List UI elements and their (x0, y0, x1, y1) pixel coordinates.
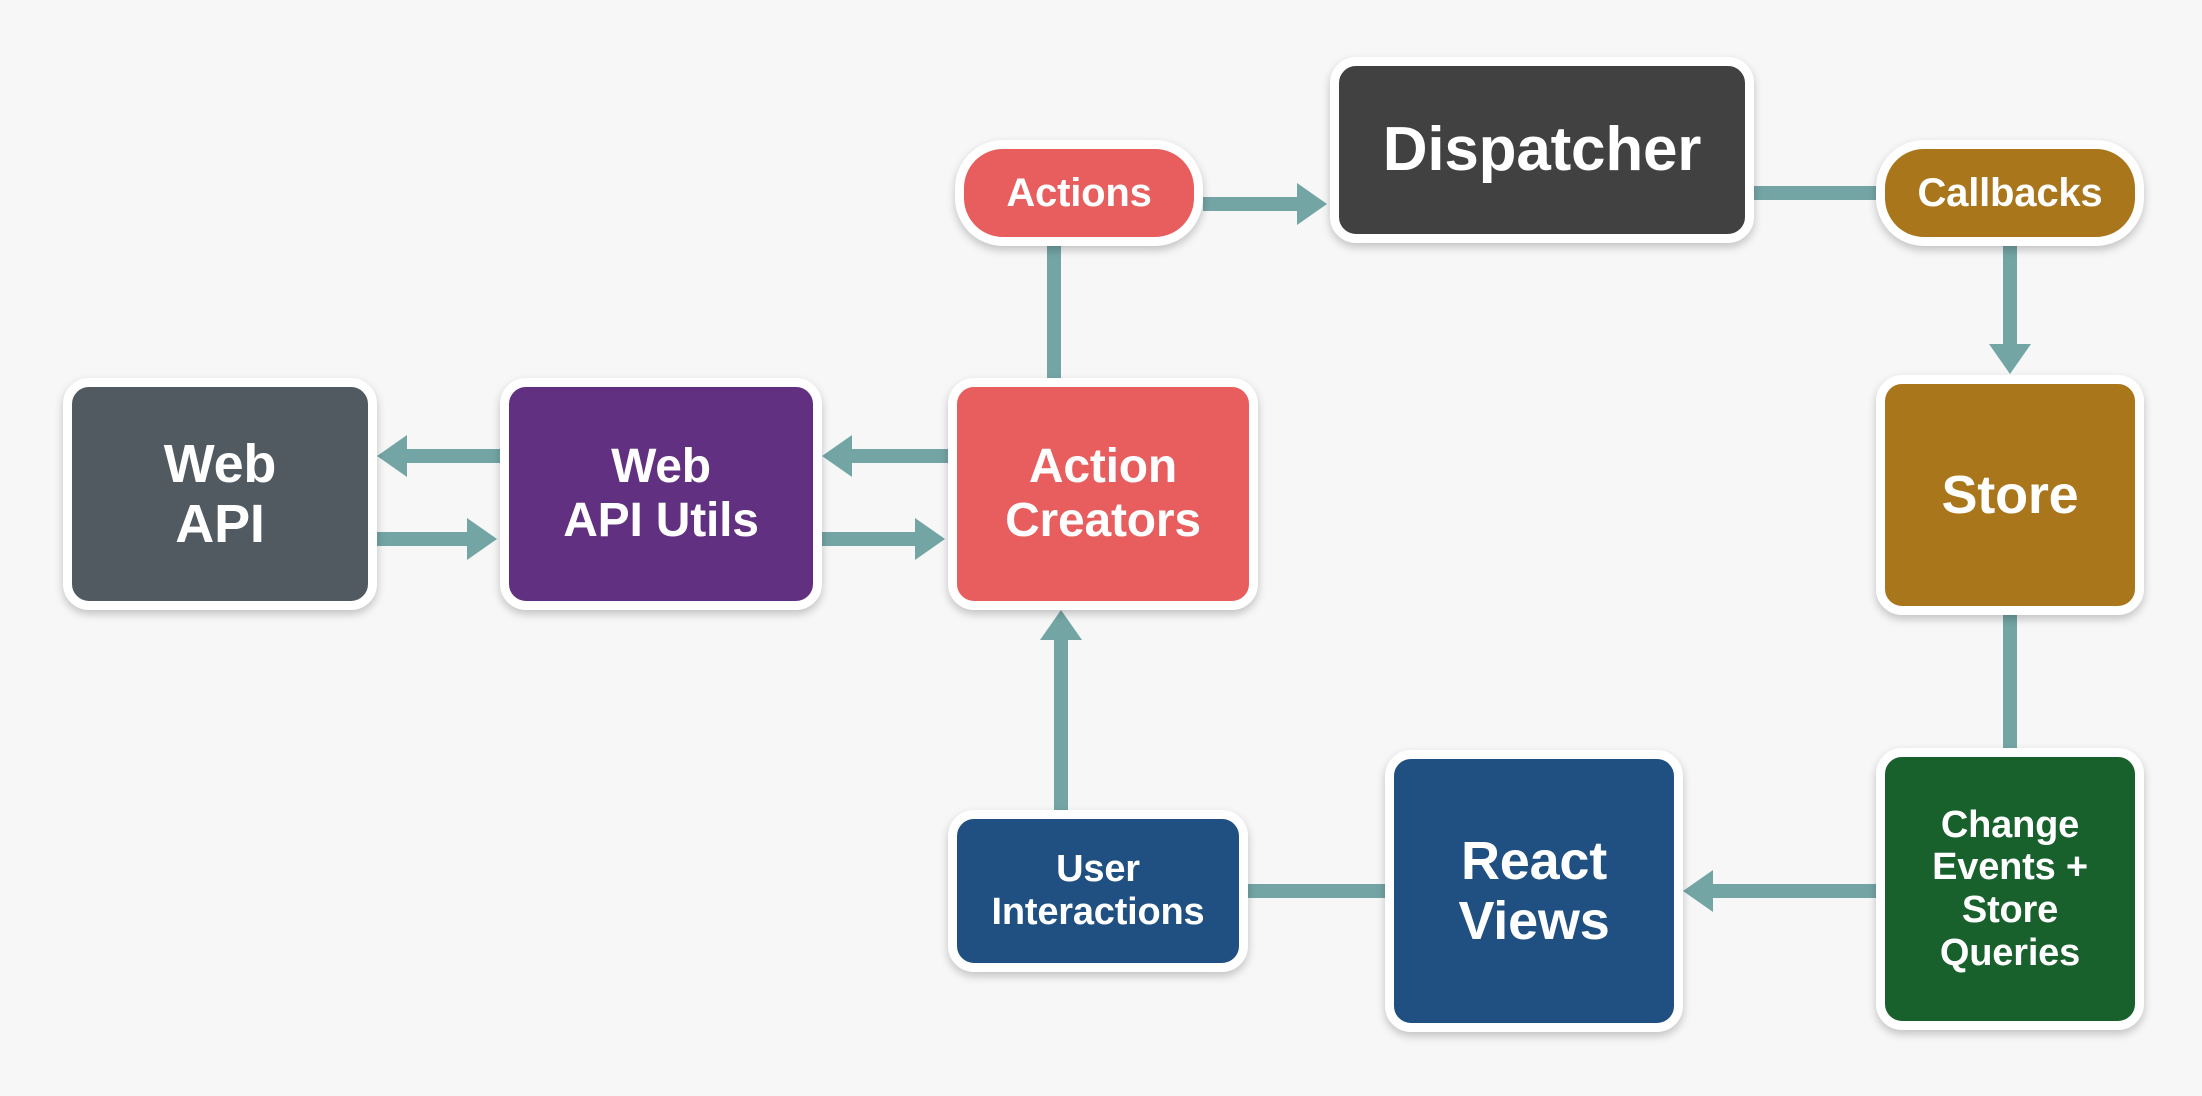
connector-store-to-change-events (2003, 615, 2017, 748)
node-actions[interactable]: Actions (955, 140, 1203, 246)
connector-shaft (1754, 186, 1876, 200)
arrowhead-right-icon (915, 518, 945, 560)
node-store-label: Store (1941, 464, 2079, 525)
connector-change-events-to-react-views (1683, 870, 1876, 912)
node-callbacks[interactable]: Callbacks (1876, 140, 2144, 246)
connector-action-creators-to-web-api-utils (822, 435, 948, 477)
connector-callbacks-to-store (1989, 246, 2031, 375)
arrowhead-left-icon (1683, 870, 1713, 912)
node-user-interactions[interactable]: User Interactions (948, 810, 1248, 972)
connector-shaft (1713, 884, 1876, 898)
node-change-events-store-queries[interactable]: Change Events + Store Queries (1876, 748, 2144, 1030)
node-user-interactions-label: User Interactions (991, 848, 1205, 933)
arrowhead-right-icon (1297, 183, 1327, 225)
connector-dispatcher-to-callbacks (1754, 186, 1876, 200)
arrowhead-up-icon (1040, 610, 1082, 640)
node-action-creators-label: Action Creators (1005, 440, 1201, 547)
node-dispatcher[interactable]: Dispatcher (1330, 57, 1754, 243)
connector-shaft (822, 532, 918, 546)
node-web-api[interactable]: Web API (63, 378, 377, 610)
connector-shaft (1248, 884, 1385, 898)
arrowhead-left-icon (377, 435, 407, 477)
arrowhead-left-icon (822, 435, 852, 477)
connector-actions-to-dispatcher (1203, 183, 1330, 225)
connector-shaft (2003, 615, 2017, 748)
node-action-creators[interactable]: Action Creators (948, 378, 1258, 610)
node-store[interactable]: Store (1876, 375, 2144, 615)
node-callbacks-label: Callbacks (1917, 170, 2103, 215)
connector-shaft (377, 532, 470, 546)
connector-shaft (1203, 197, 1300, 211)
connector-shaft (852, 449, 948, 463)
connector-shaft (1054, 638, 1068, 810)
arrowhead-right-icon (467, 518, 497, 560)
node-dispatcher-label: Dispatcher (1382, 115, 1702, 185)
node-react-views[interactable]: React Views (1385, 750, 1683, 1032)
node-web-api-utils[interactable]: Web API Utils (500, 378, 822, 610)
connector-user-interactions-to-action-creators (1040, 610, 1082, 810)
node-web-api-label: Web API (163, 433, 277, 554)
connector-shaft (407, 449, 500, 463)
connector-web-api-to-web-api-utils (377, 518, 500, 560)
node-web-api-utils-label: Web API Utils (563, 440, 759, 547)
node-react-views-label: React Views (1458, 830, 1610, 951)
connector-shaft (1047, 246, 1061, 378)
connector-web-api-utils-to-action-creators (822, 518, 948, 560)
connector-action-creators-to-actions (1047, 246, 1061, 378)
connector-shaft (2003, 246, 2017, 347)
node-change-events-store-queries-label: Change Events + Store Queries (1932, 803, 2088, 974)
connector-react-views-to-user-interactions (1248, 884, 1385, 898)
node-actions-label: Actions (1006, 170, 1152, 215)
arrowhead-down-icon (1989, 344, 2031, 374)
connector-web-api-utils-to-web-api (377, 435, 500, 477)
